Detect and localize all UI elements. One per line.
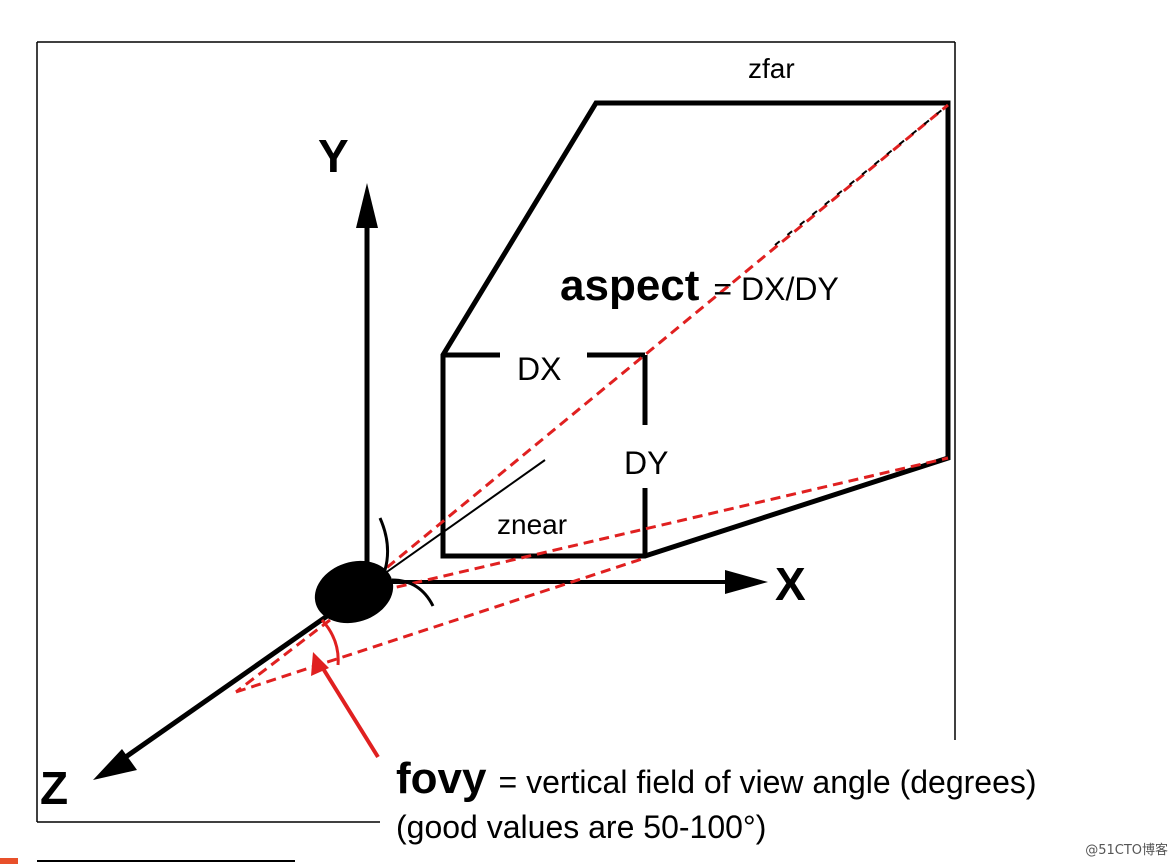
x-axis-arrowhead (725, 570, 768, 594)
fovy-term: fovy (396, 754, 487, 803)
svg-text:fovy = vertical field of v: fovy = vertical field of view angle (deg… (396, 754, 1037, 803)
y-axis-arrowhead (356, 183, 378, 228)
svg-text:aspect = DX/DY: aspect = DX/DY (560, 261, 839, 310)
z-axis-label: Z (40, 762, 68, 814)
dy-label: DY (624, 445, 668, 481)
frame-border (36, 41, 956, 823)
aspect-definition: = DX/DY (713, 271, 838, 307)
fovy-pointer-arrowhead (311, 652, 329, 676)
dx-label: DX (517, 351, 561, 387)
x-axis-label: X (775, 558, 806, 610)
znear-label: znear (497, 509, 567, 540)
watermark: @51CTO博客 (1085, 843, 1168, 858)
zfar-label: zfar (748, 53, 795, 84)
accent-bar (0, 858, 18, 864)
frustum-edges (235, 103, 949, 694)
fovy-pointer (317, 660, 380, 759)
fovy-definition: = vertical field of view angle (degrees) (498, 764, 1036, 800)
z-axis (108, 597, 352, 771)
aspect-term: aspect (560, 261, 700, 310)
y-axis-label: Y (318, 130, 349, 182)
camera-beetle-icon (314, 517, 435, 624)
z-axis-arrowhead (93, 749, 137, 780)
frustum-edge-shadow (774, 104, 949, 246)
far-plane (440, 100, 951, 559)
fovy-angle-arc (320, 618, 340, 666)
fovy-note: (good values are 50-100°) (396, 809, 766, 845)
